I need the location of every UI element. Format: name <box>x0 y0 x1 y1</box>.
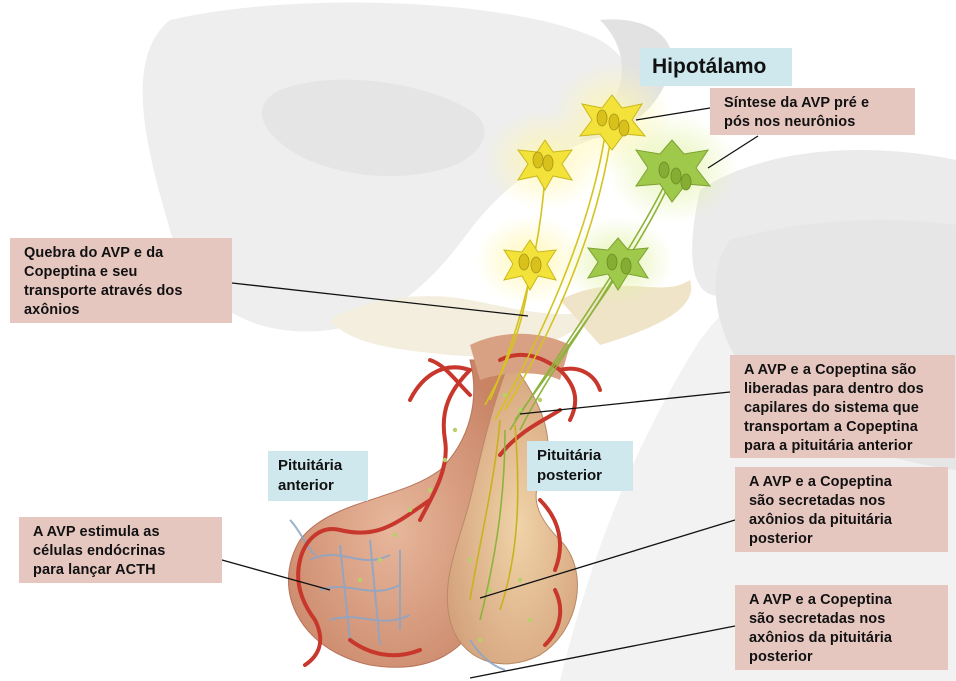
hypothalamus-tag: Hipotálamo <box>640 48 792 86</box>
posterior-pituitary-tag: Pituitária posterior <box>527 441 633 491</box>
secreted-label-1: A AVP e a Copeptina são secretadas nos a… <box>735 467 948 552</box>
secreted-label-2: A AVP e a Copeptina são secretadas nos a… <box>735 585 948 670</box>
release-label: A AVP e a Copeptina são liberadas para d… <box>730 355 955 458</box>
stimulate-label: A AVP estimula as células endócrinas par… <box>19 517 222 583</box>
synthesis-label: Síntese da AVP pré e pós nos neurônios <box>710 88 915 135</box>
anterior-pituitary-tag: Pituitária anterior <box>268 451 368 501</box>
transport-label: Quebra do AVP e da Copeptina e seu trans… <box>10 238 232 323</box>
